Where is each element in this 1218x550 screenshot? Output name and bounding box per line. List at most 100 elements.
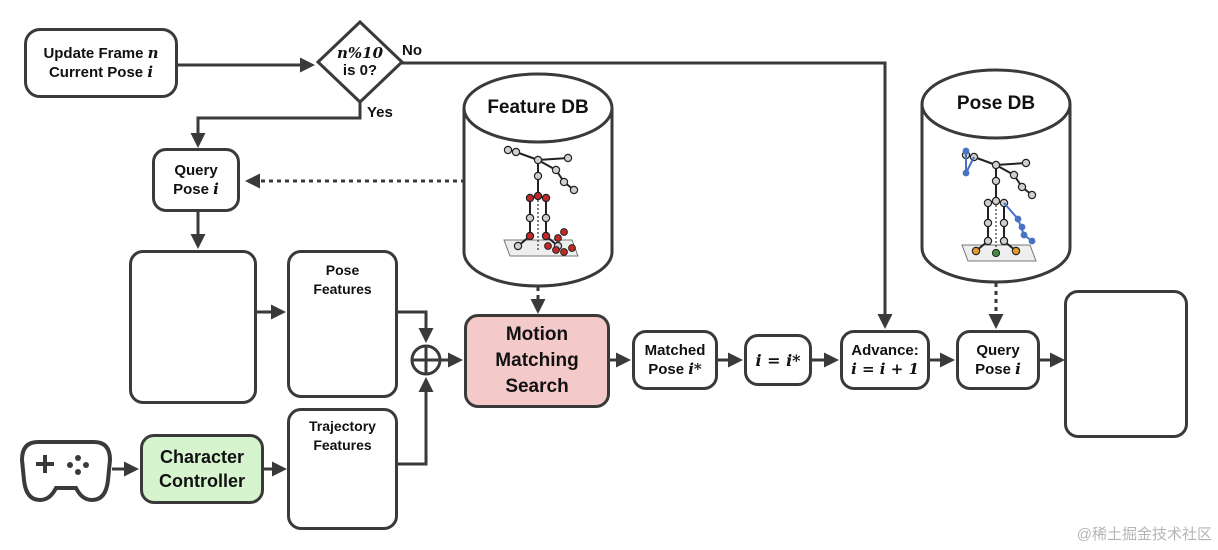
query-pose-right-label1: Query [976, 342, 1020, 359]
blue-joint [962, 169, 970, 177]
query-pose-top-label2: Pose [173, 181, 209, 198]
blue-joint [1028, 237, 1036, 245]
joint [999, 236, 1009, 246]
advance-label2: i = i + 1 [851, 360, 919, 378]
yes-label: Yes [367, 104, 393, 121]
joint [513, 241, 523, 251]
joint [533, 171, 543, 181]
colored-joint [1011, 246, 1021, 256]
trajectory-features-title2: Features [313, 437, 372, 453]
joint [503, 145, 513, 155]
query-pose-top-label1: Query [174, 162, 218, 179]
joint [999, 218, 1009, 228]
motion-search-label2: Matching [495, 350, 579, 371]
sum-node [410, 344, 442, 376]
joint [569, 185, 579, 195]
query-skeleton-box [129, 250, 257, 404]
character-controller-label2: Controller [158, 471, 245, 491]
joint [991, 160, 1001, 170]
assign-label: i = i* [755, 350, 801, 370]
joint [983, 198, 993, 208]
colored-joint [991, 248, 1001, 258]
pose-db-skeleton-figure [961, 147, 1037, 262]
watermark: @稀土掘金技术社区 [1076, 526, 1212, 543]
matched-pose-box: Matched Pose i* [632, 330, 718, 390]
bone [995, 162, 1027, 166]
joint [983, 218, 993, 228]
motion-matching-search-box: Motion Matching Search [464, 314, 610, 408]
arrow-posefeatures-to-sum [398, 310, 434, 343]
assign-box: i = i* [744, 334, 812, 386]
joint [983, 236, 993, 246]
decision-text: n%10 is 0? [330, 44, 390, 80]
trajectory-point [560, 248, 568, 256]
character-controller-box: Character Controller [140, 434, 264, 504]
update-frame-box: Update Frame n Current Pose i [24, 28, 178, 98]
matched-pose-label1: Matched [644, 342, 706, 359]
feature-db-skeleton-figure [503, 145, 579, 257]
joint [525, 231, 535, 241]
output-skeleton-box [1064, 290, 1188, 438]
pose-features-title2: Features [313, 281, 372, 297]
blue-joint [962, 147, 970, 155]
decision-diamond [315, 19, 405, 105]
trajectory-point [544, 242, 552, 250]
joint [525, 193, 535, 203]
gamepad-icon [19, 440, 113, 503]
joint [541, 213, 551, 223]
blue-joint [1014, 215, 1022, 223]
joint [511, 147, 521, 157]
query-pose-box-right: Query Pose i [956, 330, 1040, 390]
joint [991, 196, 1001, 206]
trajectory-point [554, 234, 562, 242]
matched-pose-var: i* [688, 360, 702, 378]
joint [533, 155, 543, 165]
blue-joint [1018, 223, 1026, 231]
trajectory-point [568, 244, 576, 252]
query-pose-box-top: Query Pose i [152, 148, 240, 212]
joint [541, 231, 551, 241]
arrow-yes-to-query [190, 100, 362, 148]
trajectory-point [560, 228, 568, 236]
motion-search-label3: Search [505, 376, 569, 397]
current-pose-label: Current Pose [48, 64, 144, 81]
no-label: No [402, 42, 422, 59]
joint [991, 176, 1001, 186]
joint [1017, 182, 1027, 192]
motion-search-label1: Motion [505, 324, 569, 345]
character-controller-label1: Character [159, 447, 245, 467]
pose-features-title1: Pose [325, 262, 360, 278]
trajectory-features-title1: Trajectory [309, 418, 376, 434]
arrow-no-to-advance [400, 61, 893, 329]
joint [551, 165, 561, 175]
matched-pose-label2: Pose [648, 361, 685, 378]
query-pose-right-label2: Pose [975, 361, 1011, 378]
advance-label1: Advance: [851, 342, 919, 359]
query-pose-top-var: i [213, 180, 219, 198]
decision-expression: n%10 [336, 44, 384, 62]
joint [541, 193, 551, 203]
connectors [112, 57, 1065, 477]
pose-features-box: Pose Features [287, 250, 398, 398]
joint [533, 191, 543, 201]
query-pose-right-var: i [1015, 360, 1021, 378]
blue-joint [1020, 231, 1028, 239]
current-pose-var: i [147, 63, 154, 81]
colored-joint [971, 246, 981, 256]
advance-box: Advance: i = i + 1 [840, 330, 930, 390]
joint [1027, 190, 1037, 200]
update-frame-label: Update Frame [43, 45, 144, 62]
joint [525, 213, 535, 223]
joint [1021, 158, 1031, 168]
feature-db-title: Feature DB [487, 97, 589, 118]
joint [559, 177, 569, 187]
bone [537, 157, 569, 161]
pose-db-title: Pose DB [956, 93, 1036, 114]
update-frame-var: n [147, 44, 159, 62]
trajectory-point [552, 246, 560, 254]
decision-question: is 0? [342, 62, 378, 79]
trajectory-features-box: Trajectory Features [287, 408, 398, 530]
joint [563, 153, 573, 163]
arrow-trajectory-to-sum [398, 377, 434, 466]
joint [1009, 170, 1019, 180]
